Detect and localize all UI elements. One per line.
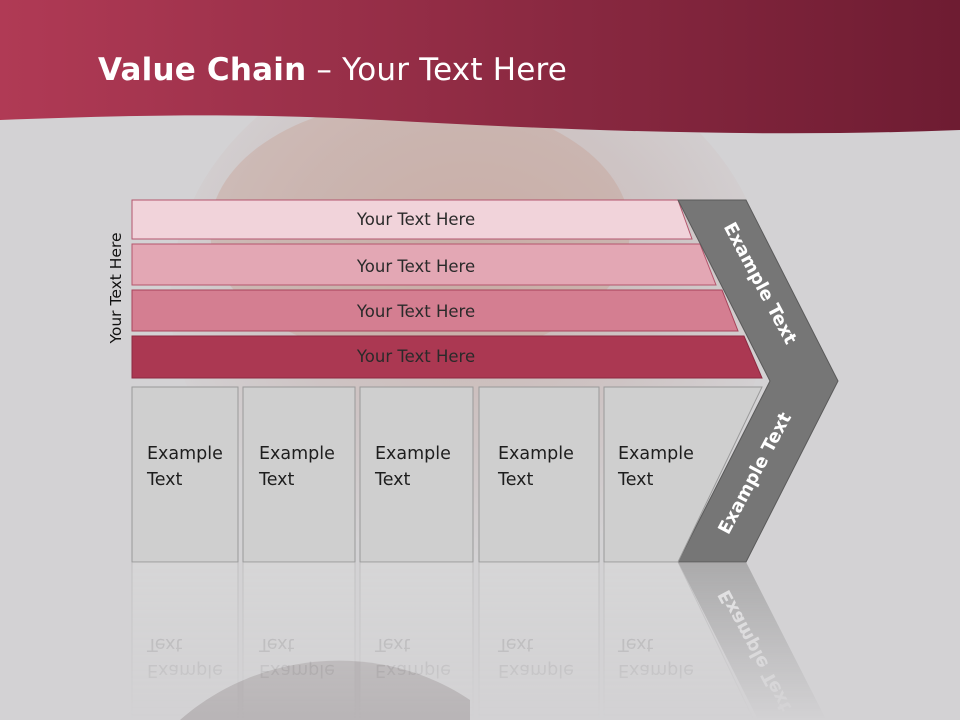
box-1: Example Text <box>131 386 239 563</box>
title-rest: – Your Text Here <box>306 52 568 88</box>
reflection-box-1-line1: Example <box>147 660 223 680</box>
reflection-box-1-line2: Text <box>146 634 183 654</box>
box-2: Example Text <box>242 386 356 563</box>
box-5-line2: Text <box>617 470 654 490</box>
box-3-line2: Text <box>374 470 411 490</box>
band-3-label: Your Text Here <box>356 302 475 321</box>
reflection-box-2-line2: Text <box>258 634 295 654</box>
title-bold: Value Chain <box>98 52 307 88</box>
reflection-box-3-line1: Example <box>375 660 451 680</box>
reflection-box-4-line1: Example <box>498 660 574 680</box>
diagram-reflection: Example Text Example Text Example Text E… <box>131 561 827 720</box>
side-label: Your Text Here <box>107 232 125 344</box>
box-1-line2: Text <box>146 470 183 490</box>
box-5-line1: Example <box>618 444 694 464</box>
box-4: Example Text <box>478 386 600 563</box>
band-3: Your Text Here <box>131 289 739 332</box>
reflection-box-3-line2: Text <box>374 634 411 654</box>
reflection-box-5-line2: Text <box>617 634 654 654</box>
box-2-line1: Example <box>259 444 335 464</box>
box-5: Example Text <box>603 386 763 563</box>
band-4: Your Text Here <box>131 335 763 379</box>
slide-title: Value Chain – Your Text Here <box>98 52 567 88</box>
reflection-box-5-line1: Example <box>618 660 694 680</box>
band-1-label: Your Text Here <box>356 210 475 229</box>
box-4-line1: Example <box>498 444 574 464</box>
box-1-line1: Example <box>147 444 223 464</box>
band-1: Your Text Here <box>131 199 693 240</box>
band-2: Your Text Here <box>131 243 717 286</box>
reflection-box-4-line2: Text <box>497 634 534 654</box>
band-2-label: Your Text Here <box>356 257 475 276</box>
box-3: Example Text <box>359 386 474 563</box>
band-4-label: Your Text Here <box>356 347 475 366</box>
box-4-line2: Text <box>497 470 534 490</box>
reflection-box-2-line1: Example <box>259 660 335 680</box>
box-2-line2: Text <box>258 470 295 490</box>
box-3-line1: Example <box>375 444 451 464</box>
header-band <box>0 0 960 134</box>
